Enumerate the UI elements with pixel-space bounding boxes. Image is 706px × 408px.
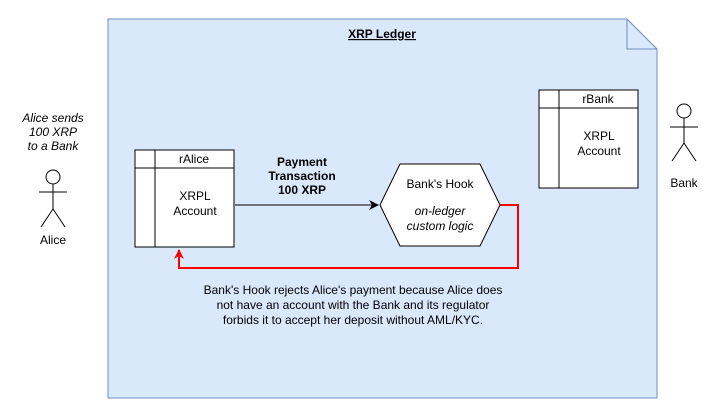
reject-note: Bank's Hook rejects Alice's payment beca… [204,283,503,327]
alice-note-line-1: Alice sends [21,111,83,125]
bank-hook-subtitle-line-1: on-ledger [415,204,467,218]
rbank-account-header: rBank [582,92,614,106]
ralice-account-box: rAlice XRPL Account [134,149,235,248]
alice-actor-icon [39,169,67,228]
alice-note-line-3: to a Bank [28,139,80,153]
bank-actor-icon [670,103,698,162]
bank-hook-subtitle-line-2: custom logic [407,219,474,233]
reject-note-line-2: not have an account with the Bank and it… [217,298,490,312]
rbank-account-box: rBank XRPL Account [538,89,639,189]
alice-actor-label: Alice [40,233,66,247]
reject-note-line-1: Bank's Hook rejects Alice's payment beca… [204,283,503,297]
ledger-title: XRP Ledger [348,27,416,41]
rbank-account-body-line-1: XRPL [583,129,615,143]
reject-note-line-3: forbids it to accept her deposit without… [223,313,483,327]
bank-hook-hexagon: Bank's Hook on-ledger custom logic [379,163,501,247]
payment-label-line-2: Transaction [268,169,335,183]
payment-label-line-1: Payment [277,155,327,169]
ralice-account-body-line-1: XRPL [179,189,211,203]
rbank-account-body-line-2: Account [577,144,621,158]
ralice-account-header: rAlice [179,152,209,166]
alice-note: Alice sends 100 XRP to a Bank [21,111,83,153]
alice-note-line-2: 100 XRP [29,125,77,139]
payment-label-line-3: 100 XRP [278,183,326,197]
ralice-account-body-line-2: Account [173,204,217,218]
bank-actor-label: Bank [670,176,698,190]
reject-arrow [174,204,519,269]
bank-hook-title: Bank's Hook [407,177,475,191]
